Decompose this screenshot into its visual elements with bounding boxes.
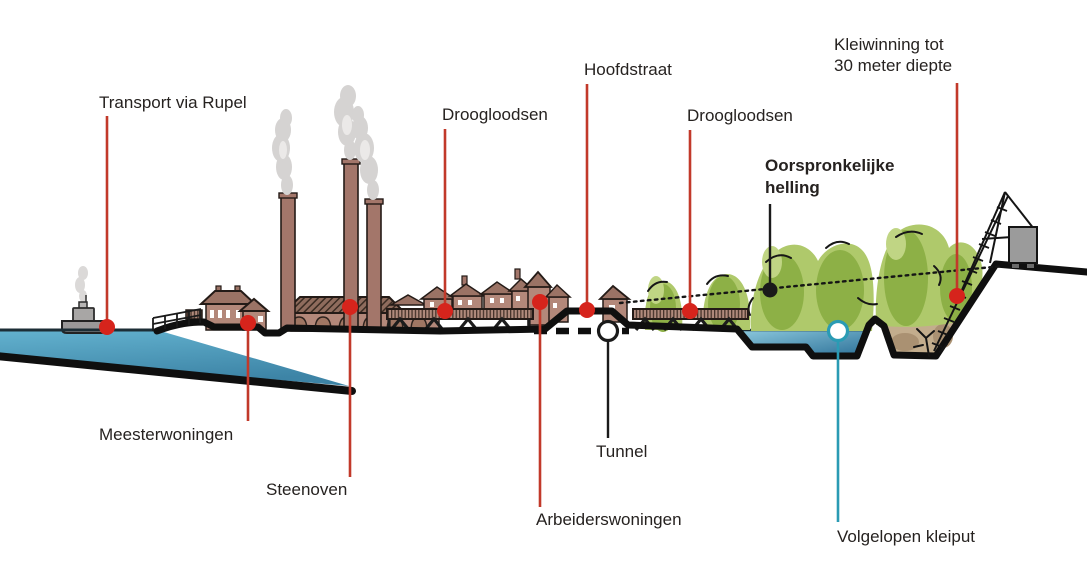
- original-slope-dotted-line: [618, 264, 1005, 305]
- label-transport-via-rupel: Transport via Rupel: [99, 93, 247, 112]
- river-water: [0, 330, 349, 386]
- boat-icon: [61, 266, 107, 334]
- label-hoofdstraat: Hoofdstraat: [584, 60, 672, 79]
- excavator-crane: [913, 191, 1038, 357]
- drying-shed-1: [386, 308, 534, 332]
- marker-transport: [99, 319, 115, 335]
- marker-hoofdstraat: [579, 302, 595, 318]
- marker-volgelopen-kleiput: [826, 319, 850, 343]
- marker-meesterwoningen: [240, 315, 256, 331]
- markers: [99, 282, 965, 343]
- river-bottom-line: [0, 352, 356, 395]
- smoke-plumes: [272, 85, 379, 200]
- label-oorspronkelijke-helling-line1: Oorspronkelijke: [765, 156, 895, 175]
- factory-chimneys: [278, 158, 384, 331]
- marker-oorspronkelijke-helling: [762, 282, 778, 298]
- label-oorspronkelijke-helling: Oorspronkelijke helling: [765, 155, 894, 199]
- label-tunnel: Tunnel: [596, 442, 648, 461]
- label-kleiwinning-line2: 30 meter diepte: [834, 56, 953, 75]
- label-kleiwinning: Kleiwinning tot 30 meter diepte: [834, 34, 952, 76]
- bare-tree-icon: [913, 328, 948, 357]
- marker-tunnel: [596, 319, 620, 343]
- marker-droogloodsen-right: [682, 303, 698, 319]
- leader-lines: [105, 83, 959, 522]
- label-oorspronkelijke-helling-line2: helling: [765, 178, 820, 197]
- label-droogloodsen-right: Droogloodsen: [687, 106, 793, 125]
- label-volgelopen-kleiput: Volgelopen kleiput: [837, 527, 976, 546]
- marker-steenoven: [342, 299, 358, 315]
- label-steenoven: Steenoven: [266, 480, 348, 499]
- marker-arbeiderswoningen: [532, 294, 548, 310]
- label-arbeiderswoningen: Arbeiderswoningen: [536, 510, 682, 529]
- marker-droogloodsen-left: [437, 303, 453, 319]
- label-meesterwoningen: Meesterwoningen: [99, 425, 234, 444]
- label-droogloodsen-left: Droogloodsen: [442, 105, 548, 124]
- label-kleiwinning-line1: Kleiwinning tot: [834, 35, 944, 54]
- terrain-outline: [153, 260, 1087, 360]
- stairs-railing: [152, 308, 202, 331]
- marker-kleiwinning: [949, 288, 965, 304]
